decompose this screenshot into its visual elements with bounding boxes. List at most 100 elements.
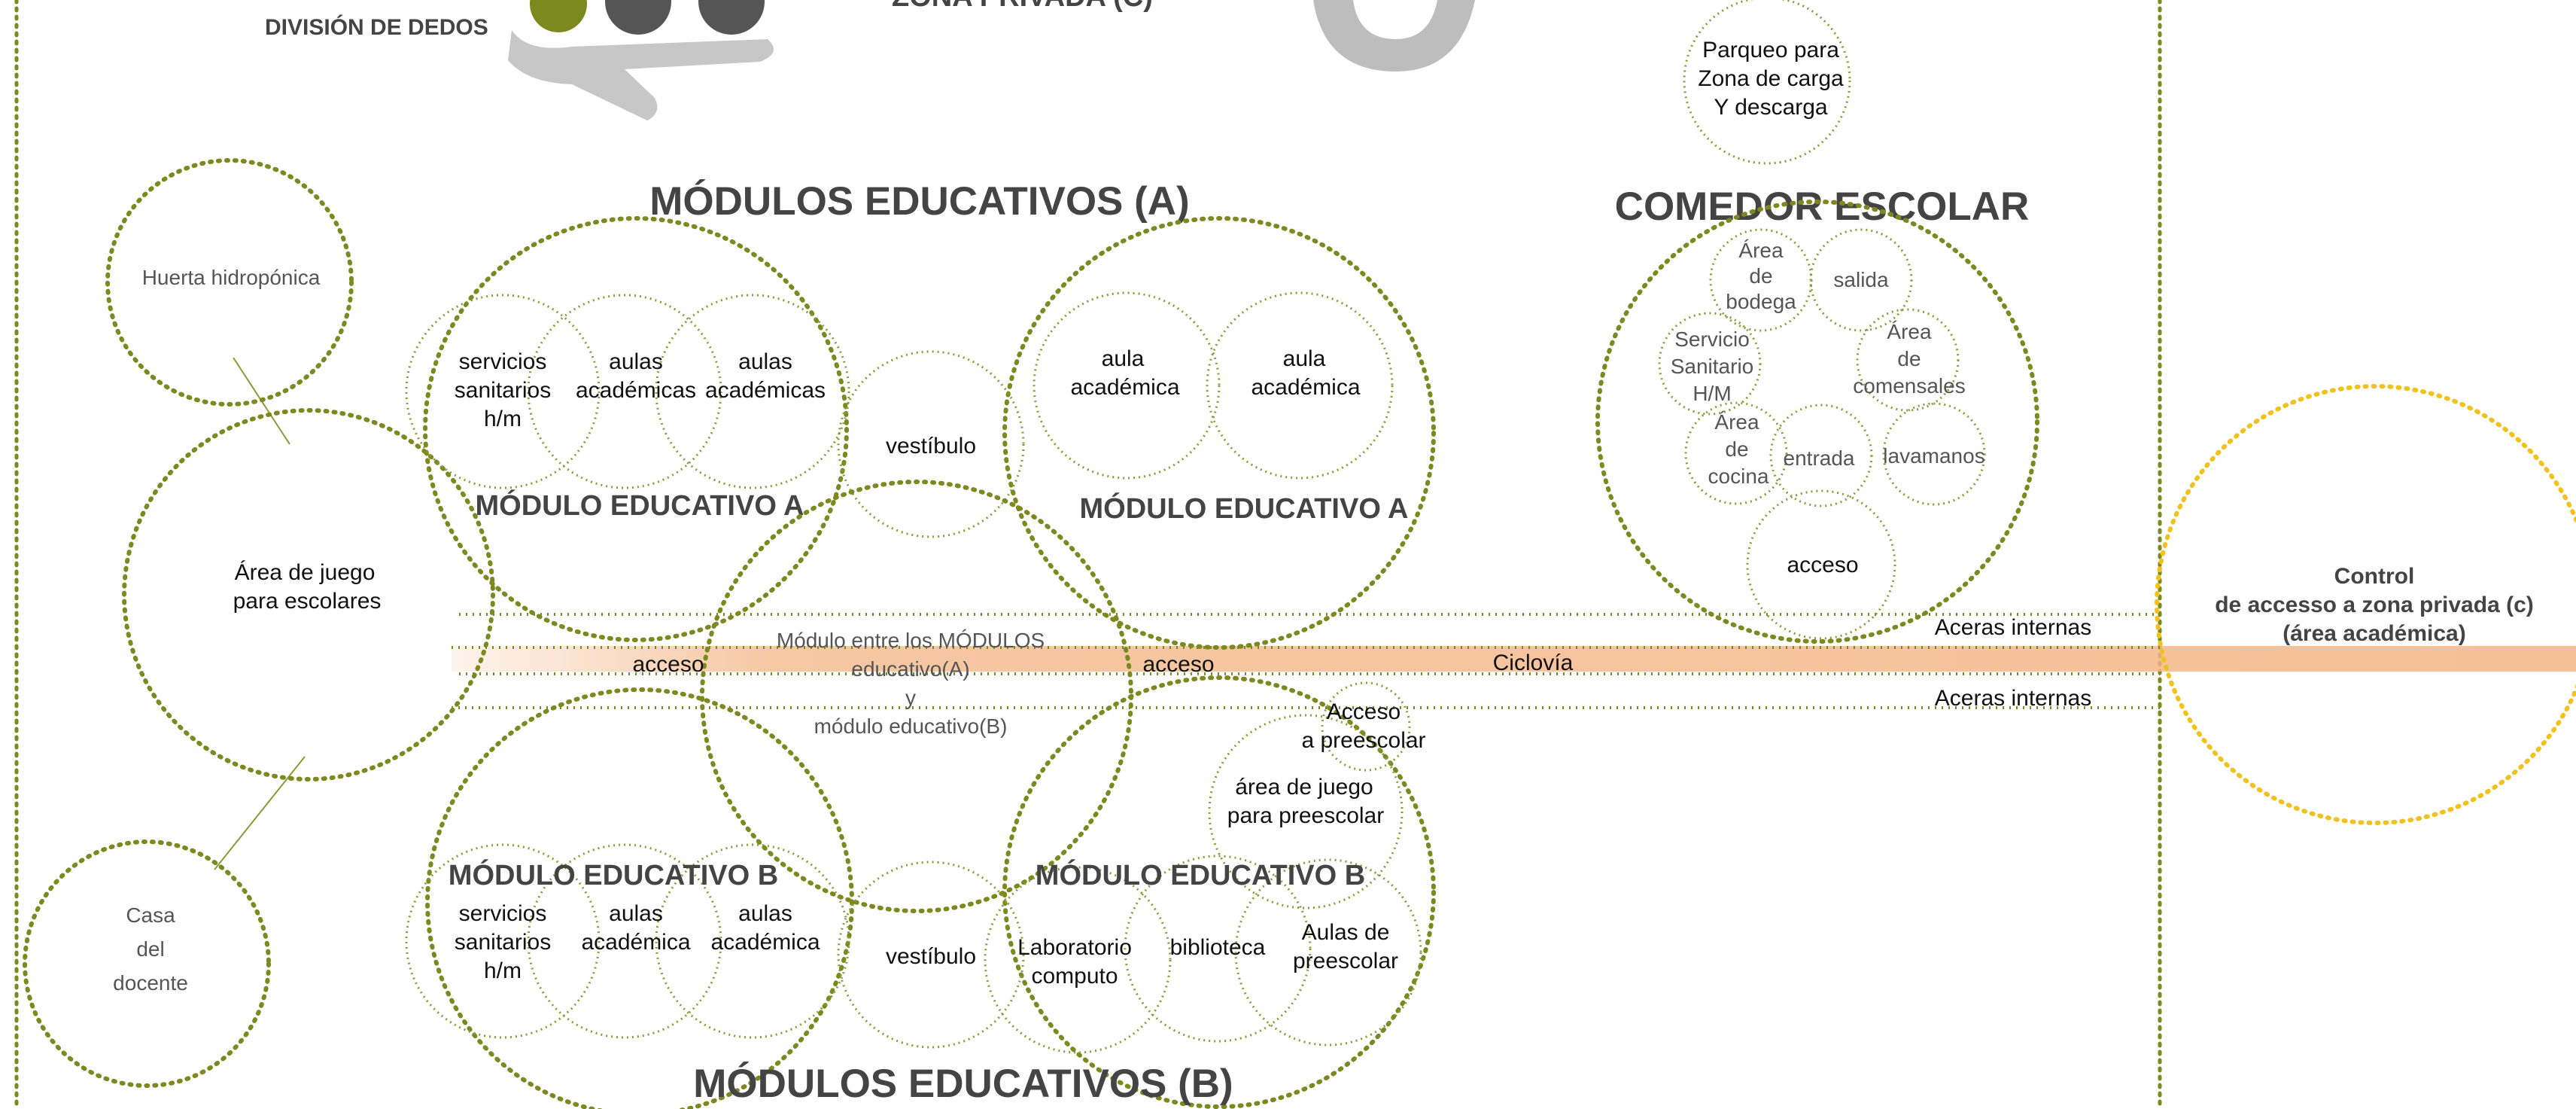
aulas-a2-l1: aulas — [738, 349, 792, 374]
aulas-b1-l2: académica — [581, 930, 690, 955]
vestibulo-b-label: vestíbulo — [886, 944, 976, 969]
modulo-entre-circle — [700, 480, 1133, 913]
juego-pre-circle — [1208, 714, 1404, 909]
juego-pre-l2: para preescolar — [1227, 803, 1384, 828]
acceso-comedor-label: acceso — [1787, 553, 1858, 577]
parqueo-l1: Parqueo para — [1702, 38, 1839, 62]
parqueo-l2: Zona de carga — [1698, 66, 1844, 91]
vestibulo-a-circle — [837, 350, 1025, 538]
control-l1: Control — [2334, 564, 2415, 589]
salida-circle — [1809, 228, 1913, 332]
servicios-a-l3: h/m — [484, 407, 522, 431]
acceso-pre-l1: Acceso — [1327, 699, 1401, 724]
cocina-l3: cocina — [1708, 465, 1769, 488]
casa-label-3: docente — [113, 971, 188, 995]
modulo-b-left-circle — [425, 687, 854, 1109]
servicios-b-l3: h/m — [484, 958, 522, 983]
aula-a3-l1: aula — [1102, 346, 1145, 371]
casa-label-2: del — [136, 937, 164, 961]
acceso-right: acceso — [1142, 652, 1214, 677]
finger-circle-green — [530, 0, 587, 32]
huerta-circle — [105, 158, 354, 407]
aulas-a2-circle — [655, 294, 850, 489]
modulo-a-left-label: MÓDULO EDUCATIVO A — [476, 489, 804, 522]
casa-label-1: Casa — [126, 903, 175, 927]
aulas-pre-circle — [1234, 858, 1422, 1047]
aula-a3-l2: académica — [1070, 375, 1179, 400]
acceso-pre-circle — [1321, 681, 1411, 772]
ciclovia-band — [452, 646, 2576, 672]
entrada-label: entrada — [1784, 446, 1855, 470]
bodega-l2: de — [1749, 264, 1772, 288]
juego-escolares-label-2: para escolares — [233, 589, 382, 614]
casa-docente-circle — [23, 839, 271, 1088]
servicios-b-l1: servicios — [459, 901, 547, 926]
finger-circle-gray-2 — [698, 0, 765, 35]
modulo-b-right-label: MÓDULO EDUCATIVO B — [1036, 858, 1365, 891]
aula-a3-circle — [1033, 291, 1221, 480]
control-l3: (área académica) — [2283, 621, 2466, 646]
modulo-a-right-circle — [1002, 216, 1436, 650]
acceso-comedor-circle — [1746, 489, 1896, 640]
aula-a4-l1: aula — [1283, 346, 1326, 371]
lab-l2: computo — [1031, 964, 1118, 989]
juego-escolares-circle — [122, 408, 495, 781]
servicio-l3: H/M — [1692, 382, 1731, 405]
servicio-l2: Sanitario — [1671, 355, 1754, 378]
cocina-l1: Área — [1714, 410, 1759, 434]
acceso-left: acceso — [632, 652, 704, 677]
aula-a4-l2: académica — [1251, 375, 1360, 400]
servicios-b-circle — [405, 843, 601, 1039]
servicios-a-circle — [405, 294, 601, 489]
lab-l1: Laboratorio — [1017, 935, 1132, 960]
aulas-b1-circle — [527, 843, 722, 1039]
biblioteca-circle — [1124, 855, 1312, 1043]
aulas-b2-l1: aulas — [738, 901, 792, 926]
aula-a4-circle — [1206, 291, 1394, 480]
cocina-circle — [1684, 401, 1788, 505]
modulo-a-right-label: MÓDULO EDUCATIVO A — [1080, 492, 1409, 525]
huerta-label: Huerta hidropónica — [142, 266, 321, 289]
aulas-b1-l1: aulas — [609, 901, 663, 926]
modulos-a-title: MÓDULOS EDUCATIVOS (A) — [649, 178, 1189, 224]
modulo-a-left-circle — [423, 216, 849, 642]
entre-l2: educativo(A) — [851, 657, 969, 681]
servicio-l1: Servicio — [1674, 328, 1750, 351]
aulas-a1-l2: académicas — [576, 378, 696, 403]
vestibulo-b-circle — [837, 861, 1025, 1049]
salida-label: salida — [1833, 268, 1889, 291]
aulas-pre-l2: preescolar — [1293, 949, 1398, 973]
aulas-b2-l2: académica — [710, 930, 820, 955]
servicios-a-l2: sanitarios — [455, 378, 551, 403]
comensales-l3: comensales — [1853, 374, 1965, 398]
control-l2: de accesso a zona privada (c) — [2215, 593, 2534, 617]
hand-icon — [508, 0, 774, 120]
cocina-l2: de — [1725, 437, 1748, 461]
comensales-l2: de — [1897, 347, 1921, 370]
parqueo-l3: Y descarga — [1714, 95, 1828, 120]
legend-label: DIVISIÓN DE DEDOS — [265, 14, 488, 40]
comedor-circle — [1595, 200, 2039, 644]
comensales-l1: Área — [1887, 320, 1932, 343]
comensales-circle — [1856, 308, 1960, 412]
juego-escolares-label-1: Área de juego — [235, 560, 376, 585]
vestibulo-a-label: vestíbulo — [886, 434, 976, 459]
entrada-circle — [1769, 404, 1873, 507]
acceso-pre-l2: a preescolar — [1301, 728, 1425, 753]
aulas-a1-l1: aulas — [609, 349, 663, 374]
aceras-bottom-label: Aceras internas — [1935, 686, 2091, 711]
aulas-a2-l2: académicas — [705, 378, 826, 403]
entre-l1: Módulo entre los MÓDULOS — [777, 629, 1045, 652]
finger-circle-gray-1 — [605, 0, 671, 35]
entre-l3: y — [905, 686, 916, 709]
aulas-pre-l1: Aulas de — [1302, 920, 1390, 945]
cropped-letter-shape — [1313, 0, 1475, 72]
modulos-b-title: MÓDULOS EDUCATIVOS (B) — [693, 1061, 1233, 1106]
zone-label-cut: ZONA PRIVADA (C) — [892, 0, 1153, 13]
modulo-b-left-label: MÓDULO EDUCATIVO B — [449, 858, 778, 891]
servicios-b-l2: sanitarios — [455, 930, 551, 955]
modulo-b-right-circle — [1002, 675, 1436, 1109]
lab-circle — [984, 866, 1172, 1054]
aceras-top-label: Aceras internas — [1935, 615, 2091, 640]
